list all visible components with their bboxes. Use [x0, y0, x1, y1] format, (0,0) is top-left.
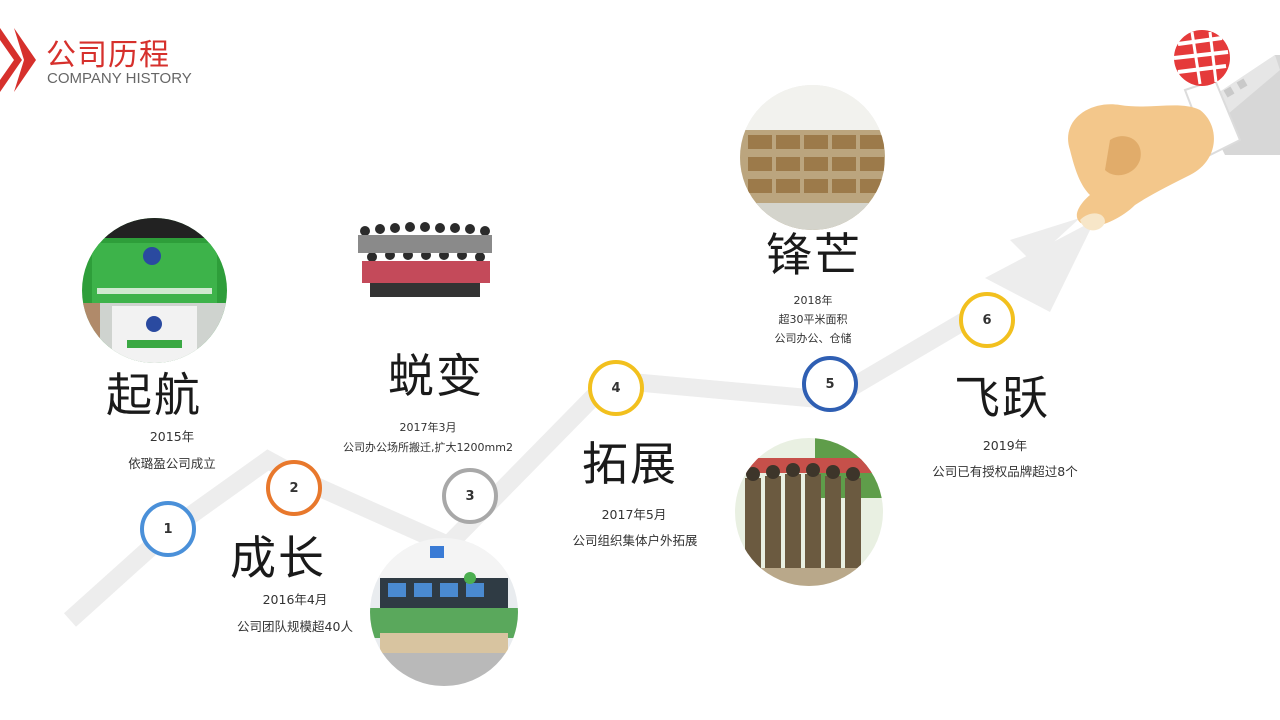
warehouse-photo — [740, 85, 885, 230]
page-subtitle: COMPANY HISTORY — [47, 70, 192, 87]
office-workspace-photo — [370, 538, 518, 686]
hand-holding-ball-icon — [1068, 30, 1280, 231]
page-title: 公司历程 — [46, 38, 170, 73]
milestone-marker-2: 2 — [266, 460, 322, 516]
milestone-marker-6: 6 — [959, 292, 1015, 348]
milestone-marker-5: 5 — [802, 356, 858, 412]
milestone-date-2: 2016年4月 — [262, 592, 328, 607]
milestone-desc-4: 公司组织集体户外拓展 — [572, 533, 698, 548]
milestone-marker-4: 4 — [588, 360, 644, 416]
milestone-title-1: 起航 — [106, 368, 202, 422]
milestone-date-6: 2019年 — [982, 438, 1028, 453]
milestone-desc-3: 公司办公场所搬迁,扩大1200mm2 — [343, 441, 513, 454]
milestone-title-2: 成长 — [230, 531, 326, 585]
milestone-title-5: 锋芒 — [766, 228, 862, 282]
milestone-date-1: 2015年 — [149, 429, 195, 444]
milestone-title-3: 蜕变 — [388, 349, 484, 403]
milestone-desc-5a: 超30平米面积 — [778, 313, 848, 326]
milestone-desc-6: 公司已有授权品牌超过8个 — [932, 464, 1078, 479]
milestone-title-4: 拓展 — [582, 437, 678, 491]
milestone-marker-3: 3 — [442, 468, 498, 524]
office-reception-photo — [82, 218, 227, 363]
team-group-photo — [350, 183, 500, 333]
milestone-date-4: 2017年5月 — [601, 507, 667, 522]
milestone-desc-5b: 公司办公、仓储 — [774, 332, 852, 345]
milestone-desc-2: 公司团队规模超40人 — [237, 619, 353, 634]
header-chevron-icon — [0, 28, 36, 92]
milestone-marker-1: 1 — [140, 501, 196, 557]
outdoor-training-photo — [735, 438, 883, 586]
milestone-desc-1: 依璐盈公司成立 — [128, 456, 216, 471]
milestone-title-6: 飞跃 — [954, 371, 1050, 425]
milestone-date-5: 2018年 — [793, 294, 833, 307]
milestone-date-3: 2017年3月 — [399, 421, 457, 434]
